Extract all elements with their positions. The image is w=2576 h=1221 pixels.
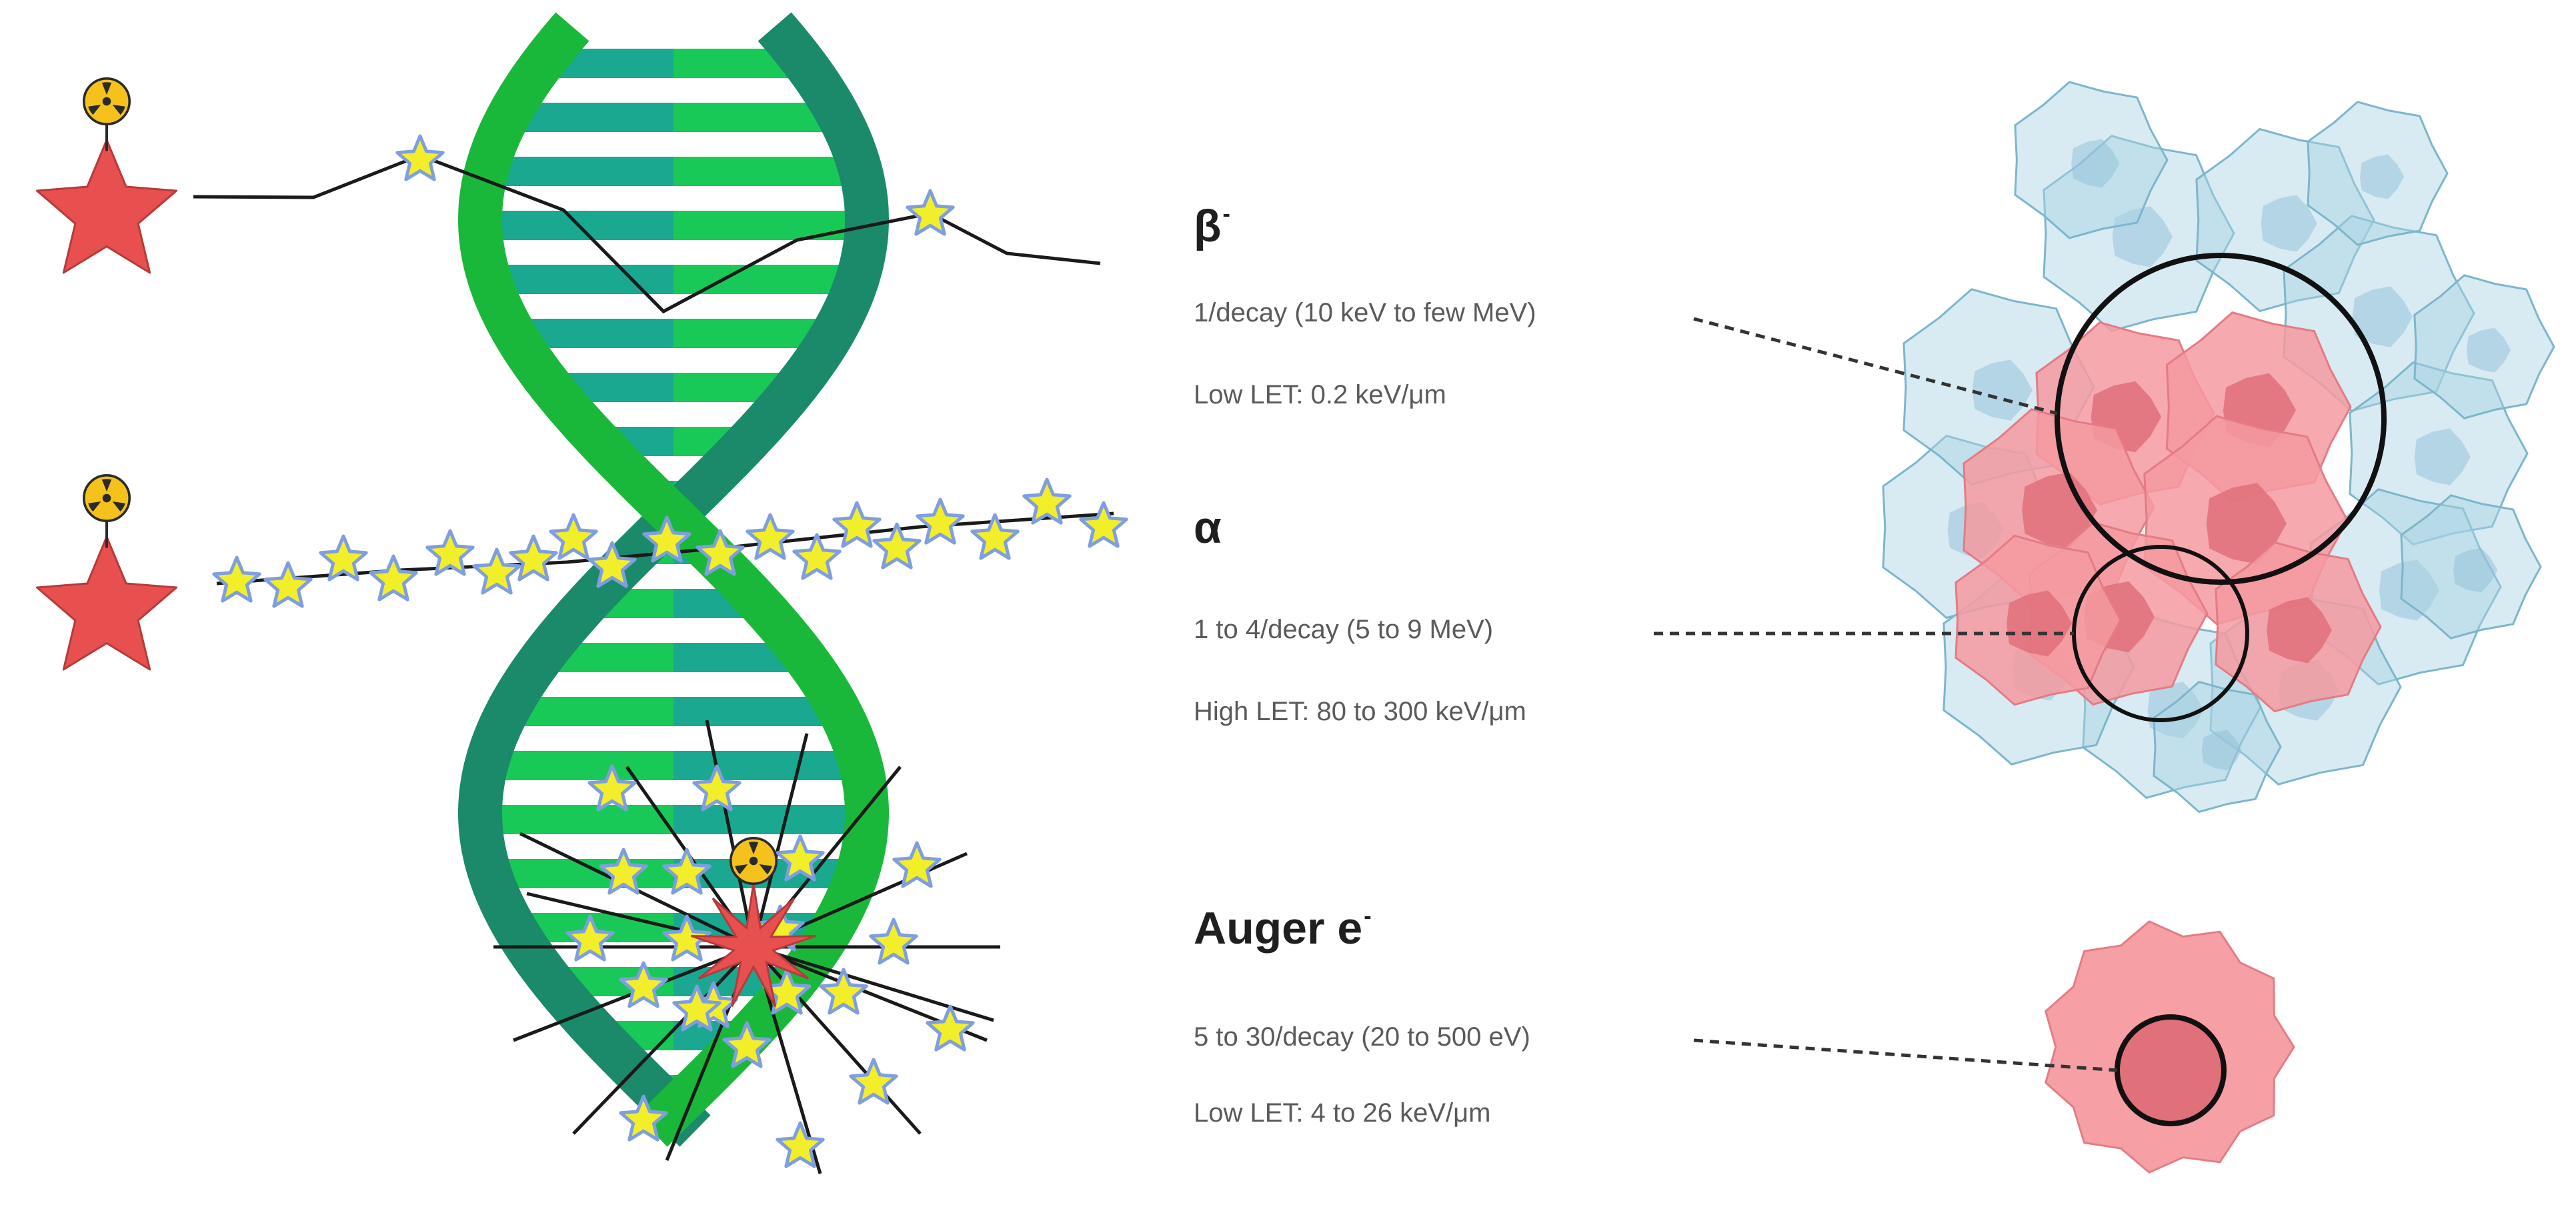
ionization-star — [619, 1094, 668, 1142]
cell-cluster — [1882, 81, 2555, 1174]
alpha-heading: α — [1194, 501, 1222, 553]
ionization-star — [849, 1058, 898, 1105]
healthy-cell-nucleus — [2379, 559, 2439, 621]
tumor-cell-nucleus — [2007, 590, 2072, 657]
leader-line — [1693, 317, 2058, 415]
ionization-star — [599, 848, 648, 895]
ionization-star — [906, 189, 955, 236]
beta-range-circle — [2055, 253, 2387, 585]
healthy-cell-nucleus — [2147, 682, 2204, 739]
auger-ray — [572, 946, 755, 1135]
tumor-cell-nucleus — [2267, 597, 2332, 664]
ionization-star — [662, 848, 712, 895]
auger-yield: 5 to 30/decay (20 to 500 eV) — [1194, 1022, 1530, 1052]
beta-yield: 1/decay (10 keV to few MeV) — [1194, 298, 1536, 327]
beta-emitter-star — [35, 139, 178, 274]
ionization-star — [1022, 477, 1072, 525]
ionization-star — [869, 918, 918, 965]
ionization-star — [472, 547, 521, 595]
tumor-cell-nucleus — [2022, 471, 2097, 549]
ionization-star — [212, 555, 261, 603]
ionization-star — [819, 968, 868, 1015]
beta-let: Low LET: 0.2 keV/μm — [1194, 380, 1446, 409]
radiation-trefoil-icon — [730, 837, 778, 885]
ionization-star — [672, 984, 722, 1032]
alpha-yield: 1 to 4/decay (5 to 9 MeV) — [1194, 615, 1494, 644]
healthy-cell-nucleus — [2467, 327, 2511, 373]
healthy-cell-nucleus — [2453, 547, 2498, 593]
ionization-star — [776, 834, 825, 882]
ionization-star — [619, 961, 668, 1008]
radiation-trefoil-icon — [83, 77, 131, 125]
ionization-star — [832, 501, 882, 548]
ionization-star — [872, 522, 922, 569]
auger-ray — [752, 733, 809, 948]
healthy-cell-nucleus — [2261, 195, 2317, 252]
healthy-cell-nucleus — [2360, 154, 2405, 199]
ionization-star — [263, 561, 313, 608]
beta-track — [193, 153, 1101, 314]
leader-line — [1693, 1038, 2118, 1072]
ionization-star — [369, 554, 418, 601]
ionization-star — [926, 1004, 975, 1052]
ionization-star — [565, 914, 615, 962]
auger-symbol: Auger e — [1194, 903, 1363, 954]
healthy-cell-nucleus — [1972, 359, 2033, 421]
ionization-star — [892, 841, 942, 888]
auger-heading: Auger e- — [1194, 902, 1372, 954]
auger-charge: - — [1364, 904, 1372, 929]
ionization-star — [776, 1121, 825, 1168]
ionization-star — [642, 515, 692, 563]
healthy-cell-nucleus — [2201, 730, 2242, 771]
auger-emitter-burst — [690, 883, 817, 1008]
alpha-let: High LET: 80 to 300 keV/μm — [1194, 697, 1526, 726]
radiation-trefoil-icon — [83, 474, 131, 522]
beta-symbol: β — [1194, 201, 1222, 251]
auger-ray — [752, 946, 922, 1135]
healthy-cell-nucleus — [2352, 286, 2413, 347]
ionization-star — [722, 1021, 772, 1068]
ionization-star — [395, 134, 445, 181]
beta-heading: β- — [1194, 200, 1230, 252]
ionization-star — [425, 529, 475, 576]
auger-ray — [705, 720, 756, 948]
tumor-cell-nucleus — [2206, 483, 2287, 564]
ionization-star — [696, 529, 745, 576]
auger-ray — [753, 945, 994, 1022]
leader-lines — [1654, 317, 2118, 1072]
ionization-star — [662, 914, 712, 962]
auger-range-circle — [2115, 1014, 2227, 1126]
ionization-star — [587, 541, 637, 588]
ionization-star — [916, 497, 965, 545]
auger-let: Low LET: 4 to 26 keV/μm — [1194, 1098, 1491, 1128]
radionuclide-sources — [35, 77, 817, 1008]
ionization-star — [692, 764, 742, 812]
ionization-star — [587, 764, 637, 812]
healthy-cell-nucleus — [2112, 206, 2173, 267]
alpha-symbol: α — [1194, 502, 1222, 553]
healthy-cell-nucleus — [2414, 428, 2471, 485]
ionization-star — [319, 534, 368, 581]
healthy-cell-nucleus — [2071, 139, 2120, 188]
alpha-emitter-star — [35, 535, 178, 671]
ionization-star — [746, 513, 795, 560]
ionization-star — [792, 533, 842, 580]
ionization-star — [970, 513, 1020, 560]
beta-charge: - — [1222, 201, 1230, 227]
ionization-star — [509, 534, 558, 581]
ionization-star — [1079, 501, 1128, 548]
ionization-star — [549, 513, 598, 560]
